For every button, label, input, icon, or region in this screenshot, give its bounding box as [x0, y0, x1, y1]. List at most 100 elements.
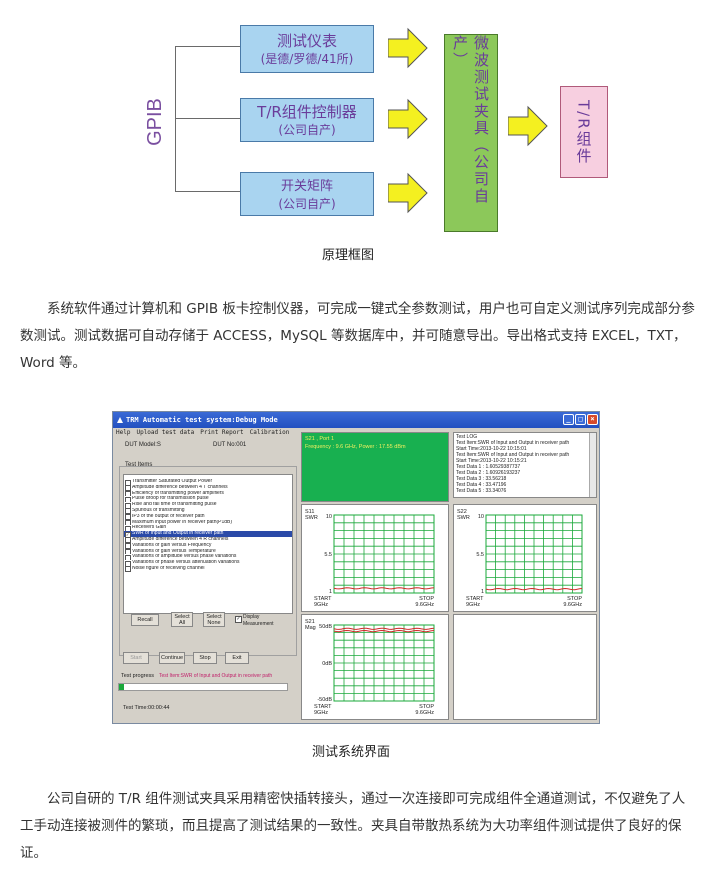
- tr-module-box: T/R组件: [560, 86, 608, 178]
- controller-box-sub: (公司自产): [278, 122, 336, 137]
- test-item-row[interactable]: Variations of gain versus Frequency: [124, 543, 292, 549]
- arrow-right-icon: [388, 27, 428, 69]
- app-icon: [117, 417, 123, 423]
- test-item-checkbox[interactable]: [125, 508, 131, 514]
- test-item-checkbox[interactable]: [125, 525, 131, 532]
- plot-label-2: SWR: [457, 515, 470, 521]
- log-scrollbar[interactable]: [589, 433, 596, 497]
- x-start-freq: 9GHz: [314, 602, 328, 608]
- minimize-icon[interactable]: _: [563, 414, 574, 425]
- x-start-freq: 9GHz: [466, 602, 480, 608]
- test-item-row[interactable]: Amplitude difference between 4 R channel…: [124, 537, 292, 543]
- plot-label-1: S21: [305, 619, 315, 625]
- continue-button[interactable]: Continue: [159, 652, 185, 664]
- test-item-row[interactable]: Variations of phase versus attenuation v…: [124, 560, 292, 566]
- test-item-label: Variations of gain versus Temperature: [132, 548, 216, 554]
- instrument-box: 测试仪表 (是德/罗德/41所): [240, 25, 374, 73]
- test-item-row[interactable]: Spurious of transmitting: [124, 508, 292, 514]
- recall-button[interactable]: Recall: [131, 614, 159, 626]
- test-item-label: Pulse droop for transmission pulse: [132, 496, 209, 502]
- test-item-checkbox[interactable]: [125, 502, 131, 508]
- test-item-row[interactable]: IP3 of the output of receiver path: [124, 514, 292, 520]
- x-start-label: START: [314, 596, 332, 602]
- progress-bar: [118, 683, 288, 691]
- paragraph-2: 公司自研的 T/R 组件测试夹具采用精密快插转接头，通过一次连接即可完成组件全通…: [20, 791, 686, 861]
- test-item-label: Efficiency of transmitting power amplifi…: [132, 490, 224, 496]
- test-item-label: Variations of phase versus attenuation v…: [132, 560, 240, 566]
- exit-button[interactable]: Exit: [225, 652, 249, 664]
- test-item-checkbox[interactable]: [125, 549, 131, 555]
- paragraph-1: 系统软件通过计算机和 GPIB 板卡控制仪器，可完成一键式全参数测试，用户也可自…: [20, 301, 695, 371]
- test-item-label: Receivers Gain: [132, 525, 167, 531]
- test-item-row[interactable]: Maximum input power in receiver path(P1d…: [124, 520, 292, 526]
- test-item-checkbox[interactable]: [125, 479, 131, 485]
- test-item-row[interactable]: ✓SWR of Input and Output in receiver pat…: [124, 531, 292, 537]
- test-item-label: IP3 of the output of receiver path: [132, 513, 205, 519]
- select-all-button[interactable]: Select All: [171, 612, 193, 627]
- controller-box: T/R组件控制器 (公司自产): [240, 98, 374, 142]
- switch-matrix-box-sub: (公司自产): [278, 196, 336, 211]
- test-item-checkbox[interactable]: [125, 554, 131, 561]
- test-item-row[interactable]: Pulse droop for transmission pulse: [124, 496, 292, 503]
- test-item-checkbox[interactable]: [125, 543, 131, 549]
- close-icon[interactable]: ×: [587, 414, 598, 425]
- test-item-label: Transmitter Saturated Output Power: [132, 479, 213, 484]
- log-line: Test Data 3 : 33.56218: [456, 476, 507, 482]
- switch-matrix-box: 开关矩阵 (公司自产): [240, 172, 374, 216]
- dut-no: DUT No:001: [213, 442, 247, 448]
- maximize-icon[interactable]: □: [575, 414, 586, 425]
- test-item-label: Maximum input power in receiver path(P1d…: [132, 519, 233, 525]
- menu-help[interactable]: Help: [116, 429, 131, 436]
- log-line: Start Time:2013-10-22 10:15:21: [456, 458, 527, 464]
- status-panel: S21 , Port 1 Frequency : 9.6 GHz, Power …: [301, 432, 449, 502]
- plot-label-2: SWR: [305, 515, 318, 521]
- stop-button[interactable]: Stop: [193, 652, 217, 664]
- x-stop-label: STOP: [419, 704, 434, 710]
- test-item-row[interactable]: Variations of gain versus Temperature: [124, 549, 292, 555]
- test-item-checkbox[interactable]: [125, 514, 131, 520]
- menu-print[interactable]: Print Report: [200, 429, 244, 436]
- menu-calibration[interactable]: Calibration: [249, 429, 290, 436]
- dut-model: DUT Model:S: [125, 442, 161, 448]
- test-item-row[interactable]: Noise figure of receiving channel: [124, 566, 292, 572]
- trace-line: [485, 587, 583, 591]
- test-item-checkbox[interactable]: [125, 566, 131, 572]
- test-item-checkbox[interactable]: [125, 537, 131, 543]
- test-item-checkbox[interactable]: [125, 496, 131, 503]
- test-item-row[interactable]: Variations of amplitude versus phase var…: [124, 554, 292, 561]
- instrument-box-sub: (是德/罗德/41所): [260, 51, 354, 66]
- display-checkbox[interactable]: ✓: [235, 616, 242, 623]
- log-panel[interactable]: Test LOG Test Item:SWR of Input and Outp…: [453, 432, 597, 498]
- menu-upload[interactable]: Upload test data: [136, 429, 195, 436]
- y-tick-bottom: 1: [329, 589, 332, 595]
- x-start-freq: 9GHz: [314, 710, 328, 716]
- controller-box-title: T/R组件控制器: [257, 102, 357, 121]
- test-item-checkbox[interactable]: [125, 485, 131, 491]
- test-item-checkbox[interactable]: ✓: [125, 531, 131, 537]
- test-item-row[interactable]: Efficiency of transmitting power amplifi…: [124, 491, 292, 497]
- progress-bar-fill: [119, 684, 125, 690]
- test-item-checkbox[interactable]: [125, 520, 131, 526]
- trace-line: [333, 629, 435, 633]
- test-item-checkbox[interactable]: [125, 560, 131, 566]
- display-measurement-label: Display Measurement: [243, 614, 274, 627]
- select-none-button[interactable]: Select None: [203, 612, 225, 627]
- y-tick-top: 10: [326, 514, 332, 520]
- test-item-row[interactable]: Rise and fall time of transmitting pulse: [124, 502, 292, 508]
- test-item-label: Variations of gain versus Frequency: [132, 542, 212, 548]
- test-item-row[interactable]: Amplitude difference between 4 T channel…: [124, 485, 292, 491]
- window-titlebar: TRM Automatic test system:Debug Mode _ □…: [113, 412, 599, 428]
- test-item-checkbox[interactable]: [125, 491, 131, 497]
- y-tick-mid: 0dB: [322, 661, 332, 667]
- test-item-row[interactable]: Receivers Gain: [124, 525, 292, 532]
- test-item-row[interactable]: Transmitter Saturated Output Power: [124, 479, 292, 485]
- test-progress-label: Test progress: [121, 673, 155, 679]
- test-time: Test Time:00:00:44: [123, 705, 170, 711]
- start-button[interactable]: Start: [123, 652, 149, 664]
